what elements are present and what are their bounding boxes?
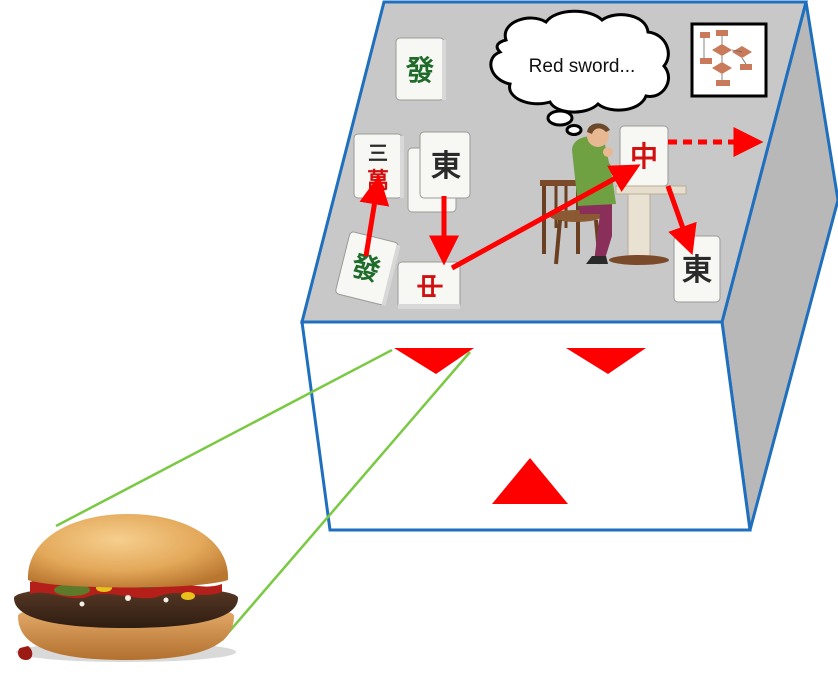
marker-right-down (566, 348, 646, 374)
tile-red-dragon-table: 中 (619, 125, 669, 187)
flow-arrows (359, 127, 764, 271)
burger-onion (163, 597, 169, 603)
burger-onion (79, 601, 85, 607)
burger-onion (125, 595, 131, 601)
burger-pickle (54, 584, 90, 596)
burger-top-bun (27, 514, 229, 588)
burger-mustard (181, 592, 195, 600)
thought-bubble-text: Red sword... (529, 56, 636, 77)
hamburger-icon (14, 514, 238, 662)
tile-east-wind-right: 東 (673, 235, 721, 303)
tile-glyph-top: 三 (368, 141, 388, 165)
thought-bubble: Red sword... (489, 9, 670, 136)
tile-glyph: 發 (405, 54, 434, 87)
flowchart-thumbnail-icon (690, 22, 768, 98)
tile-red-dragon-lying: 中 (397, 261, 461, 309)
tile-east-wind-top: 東 (419, 131, 471, 199)
tile-glyph: 中 (630, 140, 658, 173)
arrow-diagonal-to-table-tile (450, 164, 641, 271)
marker-up (492, 458, 568, 504)
ketchup-drip (18, 646, 33, 660)
thought-dot-large (546, 109, 574, 127)
pointer-lines (55, 348, 471, 641)
thought-cloud (489, 9, 670, 114)
tile-glyph: 東 (431, 149, 461, 184)
thought-dot-small (565, 124, 583, 136)
tile-glyph: 東 (682, 253, 712, 288)
arrow-down-to-east-wind (665, 185, 697, 256)
table-icon (609, 185, 687, 265)
tile-green-dragon-top: 發 (395, 37, 446, 101)
front-markers (394, 348, 646, 504)
marker-left-down (394, 348, 474, 374)
thinking-person-icon (572, 123, 616, 264)
pointer-line-upper (55, 348, 393, 528)
tile-glyph: 中 (417, 273, 447, 299)
tile-green-dragon-tilted: 發 (335, 231, 401, 306)
pointer-line-lower (221, 351, 471, 641)
box-front-face (300, 320, 752, 532)
arrow-up-to-three-character (359, 174, 390, 257)
